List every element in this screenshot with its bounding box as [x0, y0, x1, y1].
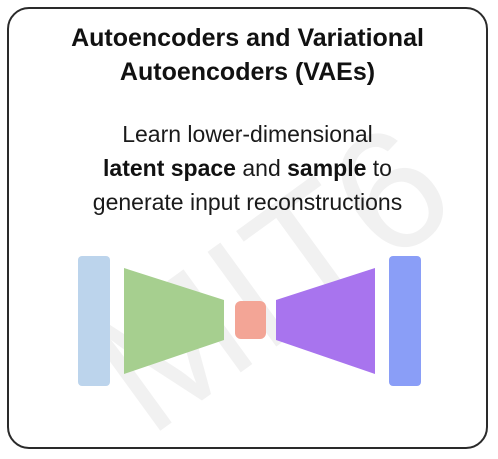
autoencoder-diagram — [78, 256, 421, 386]
decoder-trapezoid — [276, 268, 375, 374]
latent-space-term: latent space — [103, 155, 236, 181]
description-connector: and — [235, 155, 288, 181]
description-line-2: latent space and sample to — [9, 151, 486, 185]
description-line-3: generate input reconstructions — [92, 189, 403, 215]
card-title: Autoencoders and Variational Autoencoder… — [9, 21, 486, 89]
input-layer — [78, 256, 110, 386]
sample-term: sample — [287, 155, 367, 181]
latent-space-block — [235, 301, 266, 339]
card-title-line-2: Autoencoders (VAEs) — [119, 58, 376, 86]
output-layer — [389, 256, 421, 386]
concept-card: MIT6 Autoencoders and Variational Autoen… — [7, 7, 488, 449]
card-title-line-1: Autoencoders and Variational — [71, 24, 424, 52]
card-description: Learn lower-dimensional latent space and… — [9, 117, 486, 219]
description-line-1: Learn lower-dimensional — [122, 121, 373, 147]
description-to: to — [366, 155, 392, 181]
encoder-trapezoid — [124, 268, 224, 374]
